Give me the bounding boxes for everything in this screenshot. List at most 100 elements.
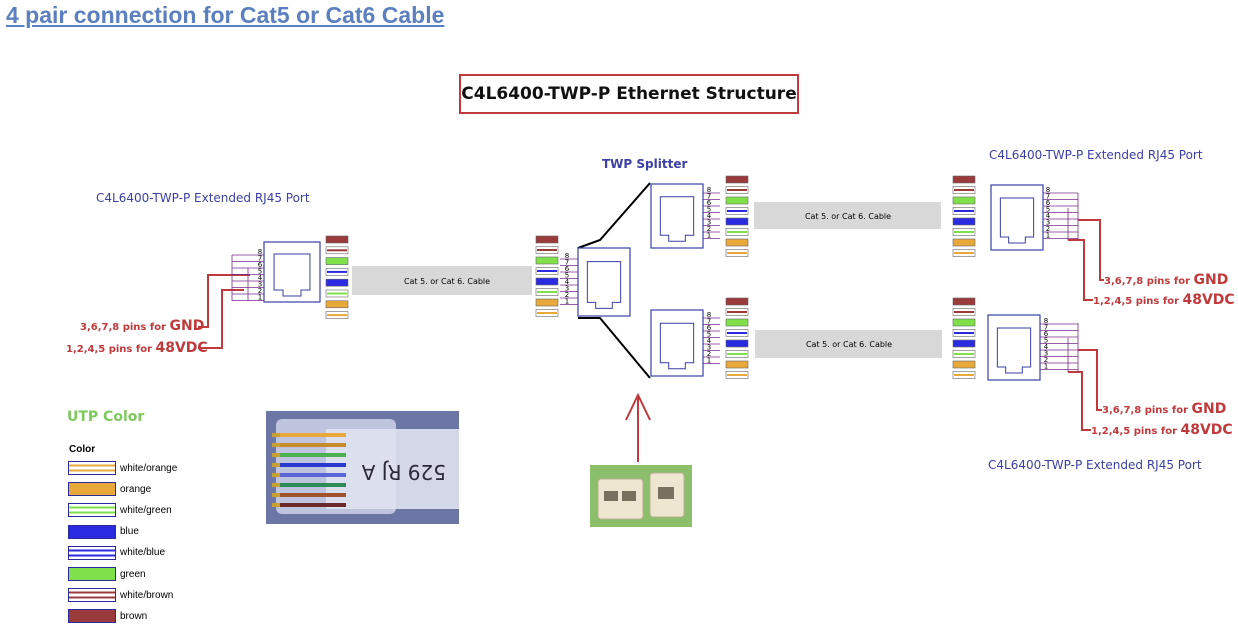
- right-bottom-pin-number: 6: [1044, 330, 1049, 338]
- splitter-input-jack-outline: [586, 261, 622, 309]
- splitter-out-bottom-jack-outline: [659, 322, 695, 370]
- legend-label: white/blue: [120, 547, 166, 559]
- legend-label: orange: [120, 483, 152, 495]
- right-bottom-jack-outline: [996, 327, 1032, 374]
- left-wire-stripe: [327, 270, 347, 273]
- right-bottom-wire-stripe: [954, 332, 974, 334]
- splitter-input-pin-number: 6: [565, 265, 570, 273]
- left-wire-swatch: [325, 300, 349, 309]
- right-top-pin-number: 2: [1046, 225, 1050, 233]
- right-top-wire-stripe: [954, 231, 974, 233]
- splitter-input-pin-number: 3: [565, 285, 569, 293]
- splitter-out-top-wire-stripe: [727, 231, 747, 233]
- splitter-out-bottom-pin-number: 7: [707, 318, 711, 326]
- splitter-out-top-jack-outline: [659, 196, 695, 242]
- splitter-out-top-wire-stripe: [727, 189, 747, 191]
- legend-item: white/brown: [68, 587, 173, 603]
- left-pin-number: 5: [258, 268, 262, 276]
- splitter-out-bottom-wire-stripe: [727, 374, 747, 376]
- splitter-label: TWP Splitter: [602, 157, 688, 171]
- right-bottom-gnd-note: 3,6,7,8 pins for GND: [1102, 401, 1227, 417]
- splitter-out-top-wire-swatch: [725, 238, 749, 247]
- legend-item: orange: [68, 481, 151, 497]
- right-top-gnd-wire: [1078, 219, 1104, 281]
- left-jack-outline: [273, 253, 311, 297]
- right-top-jack-outline: [999, 197, 1035, 244]
- diagram-title: C4L6400-TWP-P Ethernet Structure: [459, 74, 799, 114]
- right-top-pin-number: 5: [1046, 206, 1050, 214]
- legend-swatch: [68, 567, 116, 581]
- splitter-out-bottom-pin-number: 2: [707, 350, 711, 358]
- legend-label: white/green: [120, 504, 172, 516]
- legend-swatch: [68, 609, 116, 624]
- splitter-out-top-pin-number: 7: [707, 193, 711, 201]
- legend-label: white/brown: [120, 589, 174, 601]
- rj45-plug-photo: 529 RJ A: [266, 411, 459, 524]
- left-wire-swatch: [325, 278, 349, 287]
- right-top-pin-number: 4: [1046, 212, 1051, 220]
- left-wire-stripe: [327, 249, 347, 252]
- splitter-input-pin-number: 2: [565, 291, 569, 299]
- splitter-input-wire-stripe: [537, 291, 557, 293]
- left-pin-number: 7: [258, 255, 262, 263]
- splitter-input-pin-number: 7: [565, 259, 569, 267]
- left-wire-stripe: [327, 314, 347, 317]
- right-top-wire-stripe: [954, 210, 974, 212]
- right-bottom-pin-number: 2: [1044, 356, 1048, 364]
- left-wire-stripe: [327, 292, 347, 295]
- splitter-input-jack: [577, 247, 631, 317]
- left-pin-number: 1: [258, 294, 262, 302]
- legend-item: green: [68, 566, 146, 582]
- legend-label: green: [120, 568, 146, 580]
- left-pin-number: 6: [258, 261, 263, 269]
- splitter-input-wire-stripe: [537, 312, 557, 314]
- left-pin-number: 3: [258, 281, 262, 289]
- legend-item: white/blue: [68, 545, 165, 561]
- cable-right-bottom-label: Cat 5. or Cat 6. Cable: [806, 340, 892, 349]
- right-bottom-wire-stripe: [954, 353, 974, 355]
- splitter-input-wire-swatch: [535, 235, 559, 244]
- right-top-wire-swatch: [952, 196, 976, 205]
- splitter-out-top-pin-number: 5: [707, 206, 711, 214]
- right-top-pin-number: 3: [1046, 219, 1050, 227]
- right-bottom-vdc-wire: [1068, 371, 1091, 431]
- legend-swatch: [68, 482, 116, 497]
- splitter-out-top-wire-stripe: [727, 210, 747, 212]
- splitter-input-wire-swatch: [535, 256, 559, 265]
- cable-right-top-label: Cat 5. or Cat 6. Cable: [805, 212, 891, 221]
- splitter-out-bottom-pin-number: 6: [707, 324, 712, 332]
- cable-left-label: Cat 5. or Cat 6. Cable: [404, 277, 490, 286]
- cable-right-top: [754, 202, 941, 229]
- splitter-outline-top: [577, 182, 651, 249]
- right-bottom-pin-number: 3: [1044, 350, 1048, 358]
- right-top-pin-number: 6: [1046, 199, 1051, 207]
- splitter-out-top-wire-stripe: [727, 252, 747, 254]
- right-top-pin-number: 8: [1046, 186, 1050, 194]
- right-bottom-vdc-note: 1,2,4,5 pins for 48VDC: [1091, 422, 1233, 438]
- right-bottom-gnd-wire: [1078, 349, 1102, 411]
- legend-label: blue: [120, 526, 139, 538]
- right-top-pin-number: 1: [1046, 232, 1050, 240]
- right-bottom-wire-swatch: [952, 360, 976, 369]
- page-heading[interactable]: 4 pair connection for Cat5 or Cat6 Cable: [6, 2, 445, 28]
- right-bottom-wire-swatch: [952, 318, 976, 327]
- legend-swatch: [68, 461, 116, 475]
- right-top-wire-stripe: [954, 189, 974, 191]
- splitter-out-bottom-jack: [650, 309, 704, 377]
- splitter-out-top-wire-swatch: [725, 196, 749, 205]
- splitter-input-pin-number: 8: [565, 252, 569, 260]
- splitter-out-top-pin-number: 6: [707, 199, 712, 207]
- right-top-wire-swatch: [952, 238, 976, 247]
- splitter-out-bottom-wire-swatch: [725, 360, 749, 369]
- splitter-out-bottom-pin-number: 4: [707, 337, 712, 345]
- right-top-wire-swatch: [952, 175, 976, 184]
- splitter-photo: [590, 465, 692, 527]
- cable-right-bottom: [755, 330, 942, 358]
- left-pin-number: 2: [258, 287, 262, 295]
- splitter-input-wire-swatch: [535, 298, 559, 307]
- splitter-out-bottom-pin-number: 1: [707, 357, 711, 365]
